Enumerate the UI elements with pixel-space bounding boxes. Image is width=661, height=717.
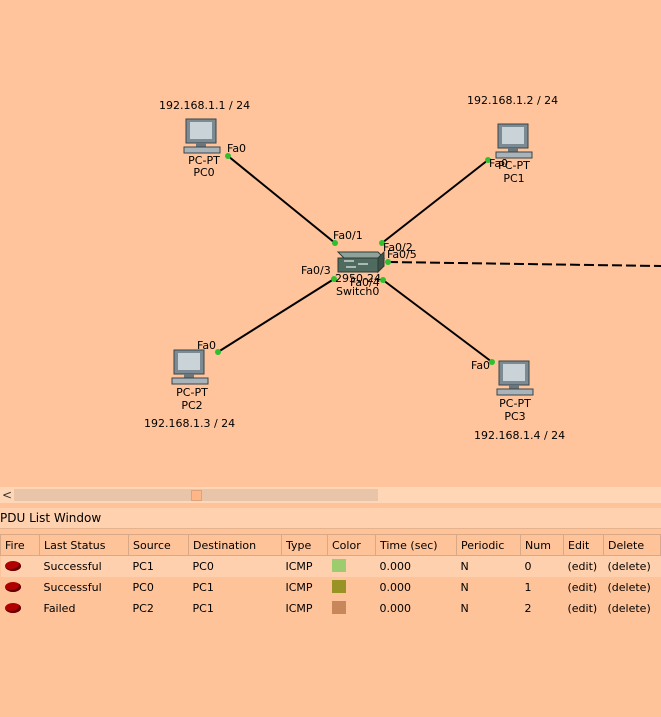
switch-name-label: Switch0: [336, 285, 380, 298]
pc1-port-label: Fa0: [489, 157, 509, 170]
col-fire[interactable]: Fire: [0, 534, 40, 556]
pdu-list-window: PDU List Window Fire Last Status Source …: [0, 508, 661, 717]
type: ICMP: [285, 602, 313, 615]
color-cell: [327, 555, 376, 577]
link-pc2-switch[interactable]: [217, 278, 335, 353]
num: 2: [524, 602, 532, 615]
fire-cell[interactable]: [1, 598, 40, 619]
edit-link[interactable]: (edit): [563, 555, 604, 577]
edit-link[interactable]: (edit): [567, 602, 598, 615]
pc1-ip-label: 192.168.1.2 / 24: [467, 94, 559, 107]
source: PC0: [132, 581, 154, 594]
horizontal-scrollbar[interactable]: <: [0, 487, 661, 503]
pdu-header-row: Fire Last Status Source Destination Type…: [0, 534, 661, 556]
destination: PC1: [192, 602, 214, 615]
delete-link[interactable]: (delete): [607, 602, 651, 615]
color-cell: [328, 577, 376, 598]
periodic: N: [456, 555, 521, 577]
periodic: N: [460, 581, 469, 594]
type: ICMP: [285, 581, 313, 594]
pc0-name-label: PC0: [193, 166, 215, 179]
pc0-type-label: PC-PT: [188, 154, 220, 167]
fire-cell[interactable]: [1, 577, 40, 598]
pdu-row[interactable]: Successful PC0 PC1 ICMP 0.000 N 1 (edit)…: [1, 577, 661, 598]
edit-link[interactable]: (edit): [567, 581, 598, 594]
pc1-name-label: PC1: [503, 172, 525, 185]
pc2-name-label: PC2: [181, 399, 203, 412]
num: 1: [524, 581, 532, 594]
link-pc3-switch[interactable]: [382, 279, 493, 363]
workspace-canvas[interactable]: 192.168.1.1 / 24 192.168.1.2 / 24 192.16…: [0, 0, 661, 487]
scroll-left-icon[interactable]: <: [2, 488, 13, 502]
time: 0.000: [379, 581, 412, 594]
switch-port-fa0-4: Fa0/4: [350, 276, 380, 289]
fire-icon[interactable]: [4, 582, 21, 592]
pc1-icon[interactable]: [495, 123, 533, 159]
col-last-status[interactable]: Last Status: [39, 534, 129, 556]
num: 0: [520, 555, 564, 577]
color-swatch: [331, 600, 346, 614]
link-switch-external[interactable]: [387, 261, 661, 267]
delete-link[interactable]: (delete): [603, 555, 661, 577]
col-color[interactable]: Color: [327, 534, 376, 556]
link-pc1-switch[interactable]: [381, 159, 489, 244]
col-periodic[interactable]: Periodic: [456, 534, 521, 556]
pc2-icon[interactable]: [171, 349, 209, 385]
pdu-table: Fire Last Status Source Destination Type…: [0, 534, 661, 619]
pc2-ip-label: 192.168.1.3 / 24: [144, 417, 236, 430]
periodic: N: [460, 602, 469, 615]
source: PC1: [128, 555, 189, 577]
pc3-icon[interactable]: [496, 360, 534, 396]
color-swatch: [331, 558, 346, 572]
switch-icon[interactable]: [336, 250, 386, 274]
switch-port-fa0-1: Fa0/1: [333, 229, 363, 242]
destination: PC1: [192, 581, 214, 594]
destination: PC0: [188, 555, 282, 577]
switch-port-fa0-3: Fa0/3: [301, 264, 331, 277]
col-num[interactable]: Num: [520, 534, 564, 556]
col-time[interactable]: Time (sec): [375, 534, 457, 556]
pc0-ip-label: 192.168.1.1 / 24: [159, 99, 251, 112]
last-status: Successful: [39, 555, 129, 577]
last-status: Successful: [43, 581, 102, 594]
delete-link[interactable]: (delete): [607, 581, 651, 594]
col-edit[interactable]: Edit: [563, 534, 604, 556]
pdu-row[interactable]: Failed PC2 PC1 ICMP 0.000 N 2 (edit) (de…: [1, 598, 661, 619]
fire-icon[interactable]: [4, 561, 21, 571]
fire-cell[interactable]: [0, 555, 40, 577]
col-delete[interactable]: Delete: [603, 534, 661, 556]
fire-icon[interactable]: [4, 603, 21, 613]
pc1-type-label: PC-PT: [498, 159, 530, 172]
switch-port-fa0-5: Fa0/5: [387, 248, 417, 261]
time: 0.000: [379, 602, 412, 615]
pc3-name-label: PC3: [504, 410, 526, 423]
time: 0.000: [375, 555, 457, 577]
scrollbar-thumb[interactable]: [191, 490, 202, 501]
last-status: Failed: [43, 602, 76, 615]
pc2-port-label: Fa0: [197, 339, 217, 352]
pc3-type-label: PC-PT: [499, 397, 531, 410]
color-swatch: [331, 579, 346, 593]
port-leds: [215, 153, 495, 365]
pc0-icon[interactable]: [183, 118, 221, 154]
pc3-port-label: Fa0: [471, 359, 491, 372]
pc0-port-label: Fa0: [227, 142, 247, 155]
color-cell: [328, 598, 376, 619]
pdu-window-title: PDU List Window: [0, 508, 661, 529]
pdu-row[interactable]: Successful PC1 PC0 ICMP 0.000 N 0 (edit)…: [0, 555, 661, 577]
type: ICMP: [281, 555, 328, 577]
col-type[interactable]: Type: [281, 534, 328, 556]
link-pc0-switch[interactable]: [227, 155, 336, 244]
switch-model-label: 2950-24: [335, 272, 381, 285]
col-destination[interactable]: Destination: [188, 534, 282, 556]
pc3-ip-label: 192.168.1.4 / 24: [474, 429, 566, 442]
source: PC2: [132, 602, 154, 615]
pc2-type-label: PC-PT: [176, 386, 208, 399]
topology-links: [171, 118, 661, 396]
col-source[interactable]: Source: [128, 534, 189, 556]
switch-port-fa0-2: Fa0/2: [383, 241, 413, 254]
